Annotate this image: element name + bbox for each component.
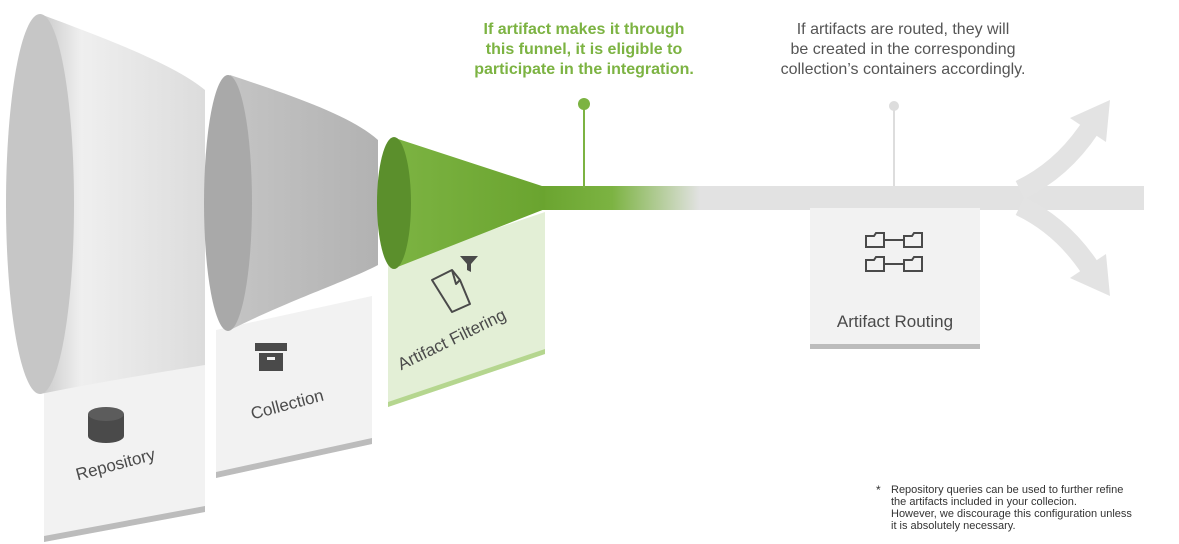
routing-pin-dot — [889, 101, 899, 111]
footnote-line1: Repository queries can be used to furthe… — [891, 484, 1124, 496]
collection-funnel-rim — [204, 75, 252, 331]
repository-card — [44, 362, 205, 542]
footnote-line4: it is absolutely necessary. — [891, 520, 1016, 532]
pipe — [540, 186, 1144, 210]
footnote-line2: the artifacts included in your collecion… — [891, 496, 1077, 508]
branch-lower-arrowhead — [1070, 254, 1110, 296]
branch-upper-arrowhead — [1070, 100, 1110, 142]
footnote-line3: However, we discourage this configuratio… — [891, 508, 1132, 520]
collection-funnel — [230, 75, 378, 330]
routing-card-shadow — [810, 344, 980, 349]
routing-icon — [865, 232, 923, 272]
routing-callout-line3: collection’s containers accordingly. — [780, 61, 1026, 78]
collection-card-shadow — [216, 438, 372, 478]
routing-callout: If artifacts are routed, they will be cr… — [738, 20, 1068, 80]
repository-funnel-rim — [6, 14, 74, 394]
artifact-routing-label: Artifact Routing — [836, 312, 954, 331]
branch-lower — [1015, 196, 1099, 274]
database-icon — [88, 407, 124, 443]
collection-card — [216, 296, 372, 478]
routing-callout-line1: If artifacts are routed, they will — [796, 21, 1010, 38]
branch-upper — [1015, 122, 1099, 200]
filtering-card-shadow — [388, 349, 545, 407]
archive-box-icon — [255, 343, 287, 371]
filter-callout: If artifact makes it through this funnel… — [440, 20, 728, 80]
filter-callout-line1: If artifact makes it through — [483, 21, 685, 38]
routing-card — [810, 208, 980, 344]
routing-callout-line2: be created in the corresponding — [790, 41, 1016, 58]
filter-pin-dot — [578, 98, 590, 110]
filtering-funnel-rim — [377, 137, 411, 269]
repository-card-shadow — [44, 506, 205, 542]
filter-callout-line2: this funnel, it is eligible to — [485, 41, 683, 58]
filter-callout-line3: participate in the integration. — [474, 61, 694, 78]
filtering-funnel — [395, 138, 545, 268]
filtered-document-icon — [431, 256, 478, 313]
footnote: * Repository queries can be used to furt… — [876, 484, 1176, 532]
footnote-asterisk: * — [876, 483, 881, 497]
repository-funnel — [40, 14, 205, 394]
filtering-card — [388, 212, 545, 407]
